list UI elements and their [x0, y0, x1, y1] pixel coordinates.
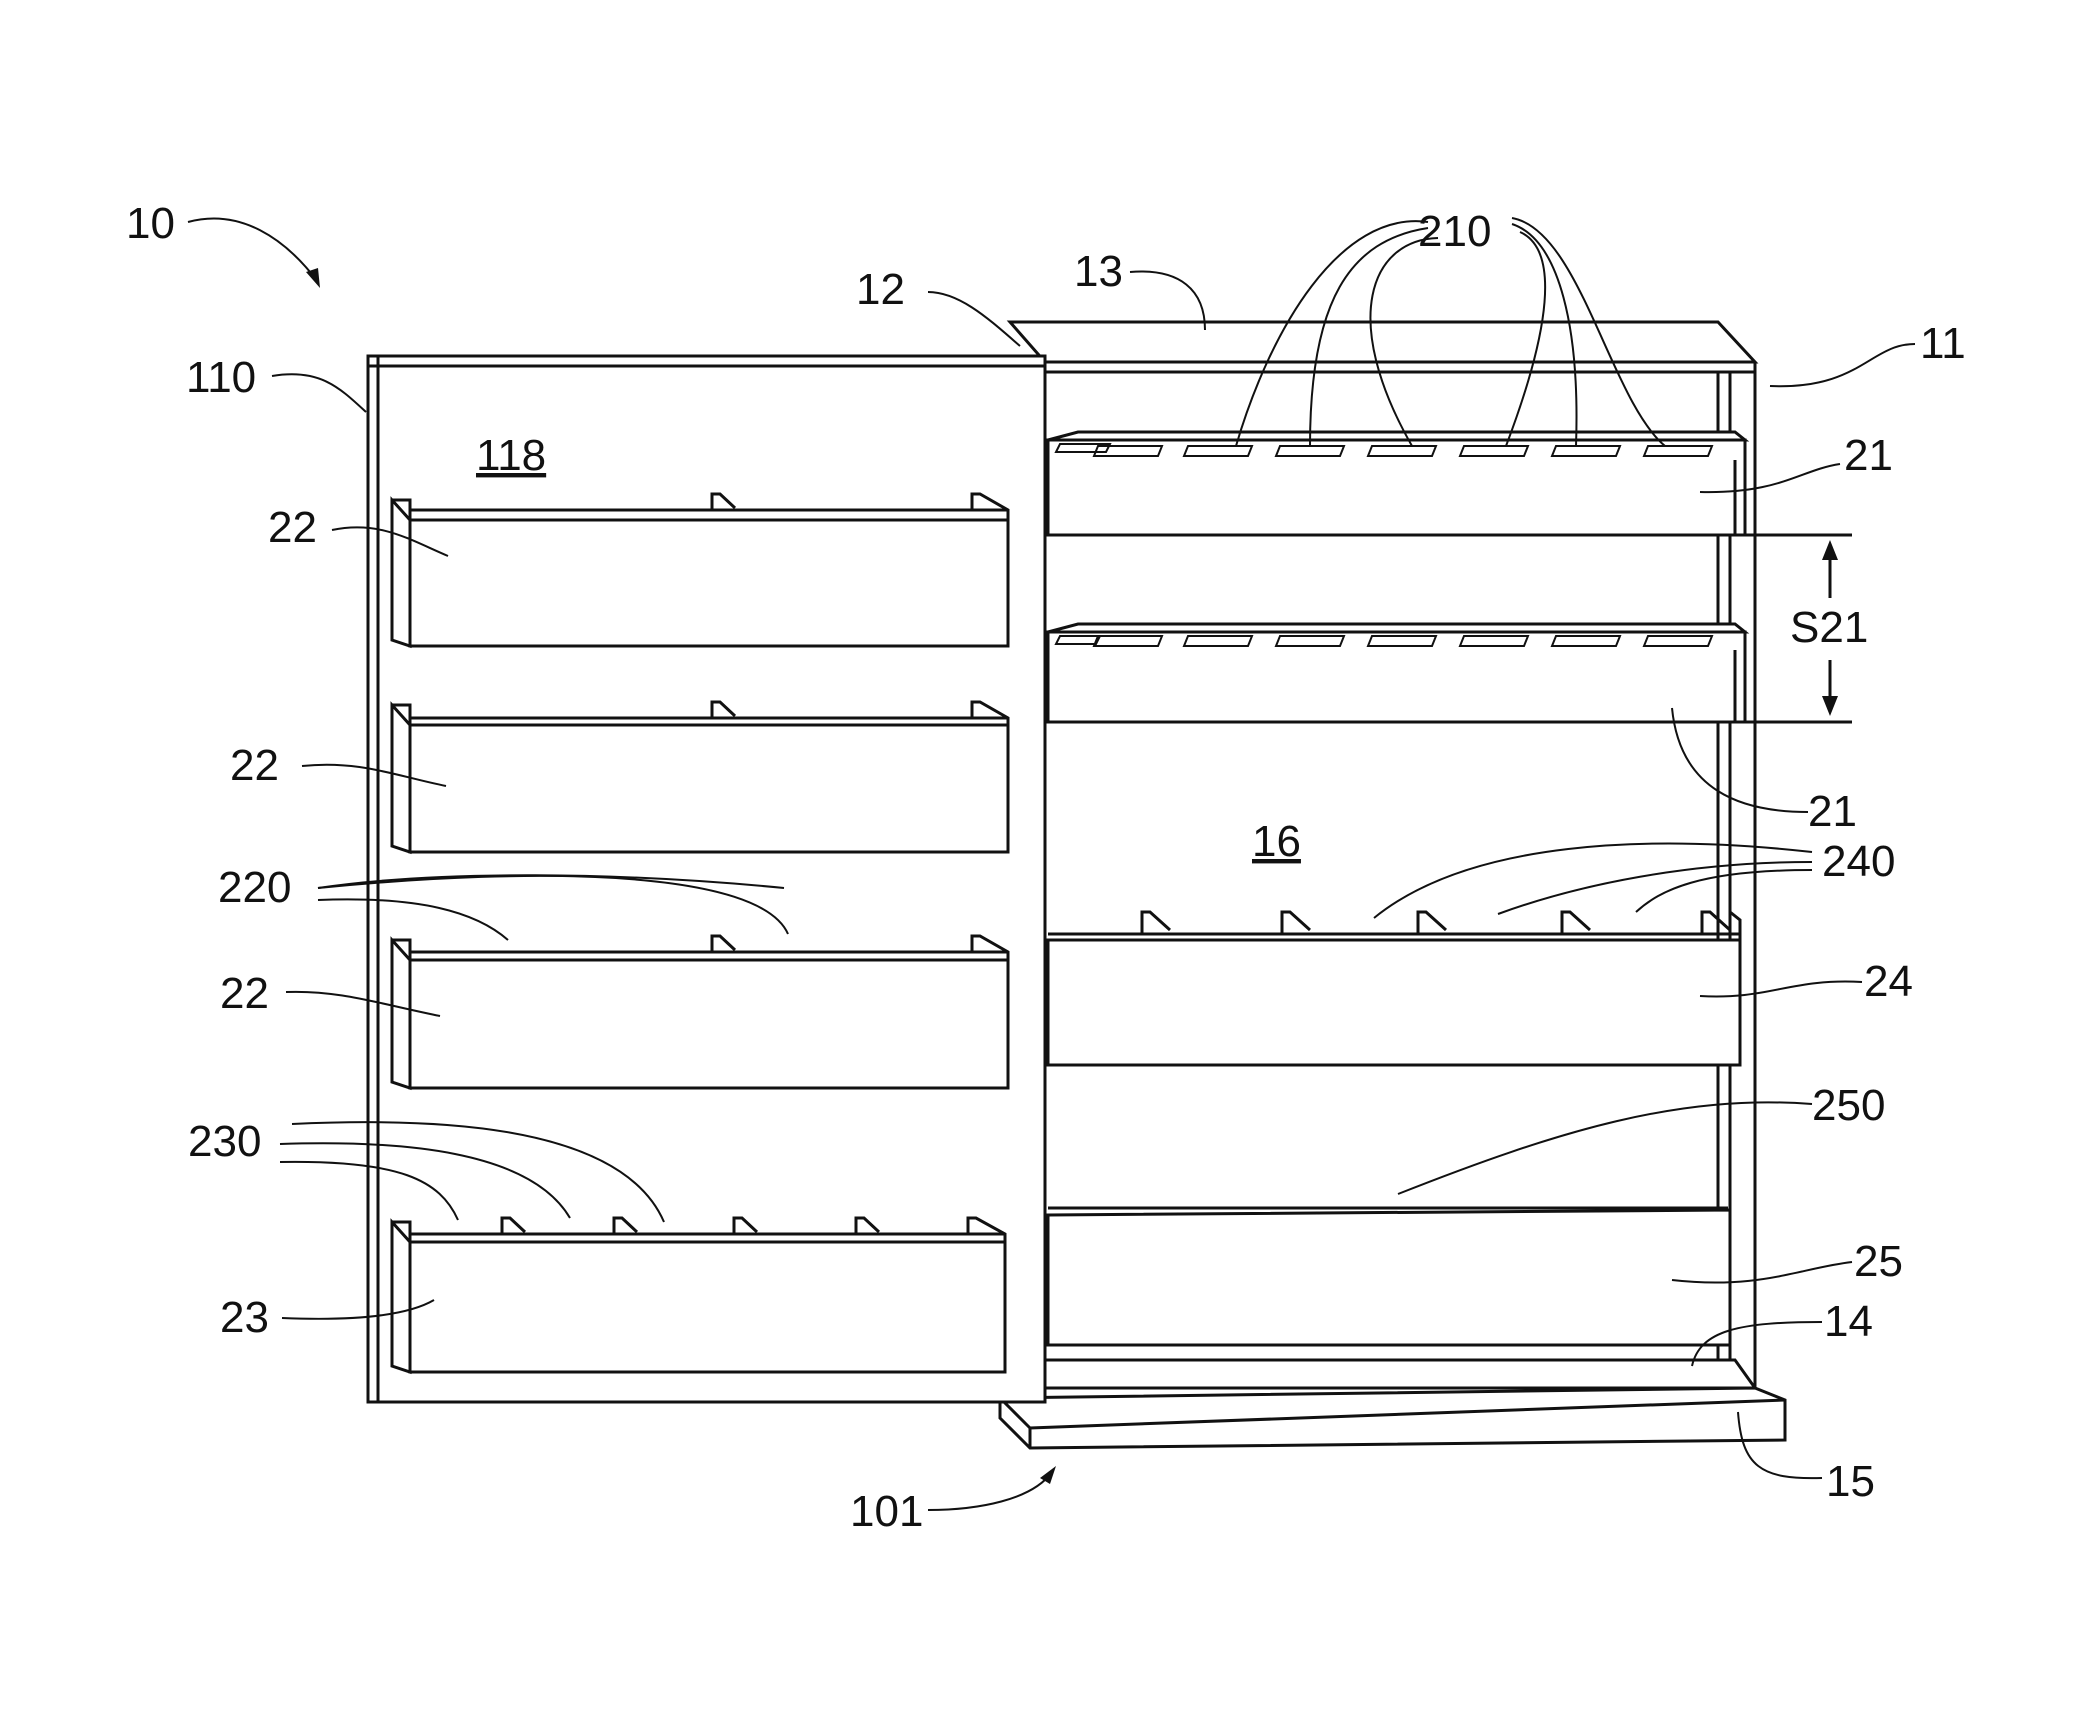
label-118: 118 [476, 431, 546, 480]
top-panel [1010, 322, 1755, 362]
door-bin-middle [392, 702, 1008, 852]
label-22-middle: 22 [230, 741, 279, 790]
door-tray [392, 1218, 1005, 1372]
label-25: 25 [1854, 1237, 1903, 1286]
drawer-shelf [1048, 912, 1740, 1065]
label-11: 11 [1920, 319, 1966, 368]
label-10: 10 [126, 199, 175, 248]
label-101: 101 [850, 1487, 923, 1536]
label-230: 230 [188, 1117, 261, 1166]
shelf-second [1048, 624, 1745, 722]
label-s21: S21 [1790, 603, 1868, 652]
label-22-lower: 22 [220, 969, 269, 1018]
bottom-drawer [1048, 1208, 1730, 1345]
label-16: 16 [1252, 817, 1301, 866]
label-23: 23 [220, 1293, 269, 1342]
label-12: 12 [856, 265, 905, 314]
door-bin-lower [392, 936, 1008, 1088]
floor-panel [1045, 1360, 1755, 1388]
label-22-upper: 22 [268, 503, 317, 552]
label-13: 13 [1074, 247, 1123, 296]
shelf-tabs [1142, 912, 1740, 934]
label-210: 210 [1418, 207, 1491, 256]
label-220: 220 [218, 863, 291, 912]
base-plinth [1000, 1388, 1785, 1448]
label-24: 24 [1864, 957, 1913, 1006]
label-14: 14 [1824, 1297, 1873, 1346]
label-21-upper: 21 [1844, 431, 1893, 480]
label-21-second: 21 [1808, 787, 1857, 836]
shelf-upper [1048, 432, 1745, 535]
label-110: 110 [186, 353, 256, 402]
label-250: 250 [1812, 1081, 1885, 1130]
label-15: 15 [1826, 1457, 1875, 1506]
label-240: 240 [1822, 837, 1895, 886]
